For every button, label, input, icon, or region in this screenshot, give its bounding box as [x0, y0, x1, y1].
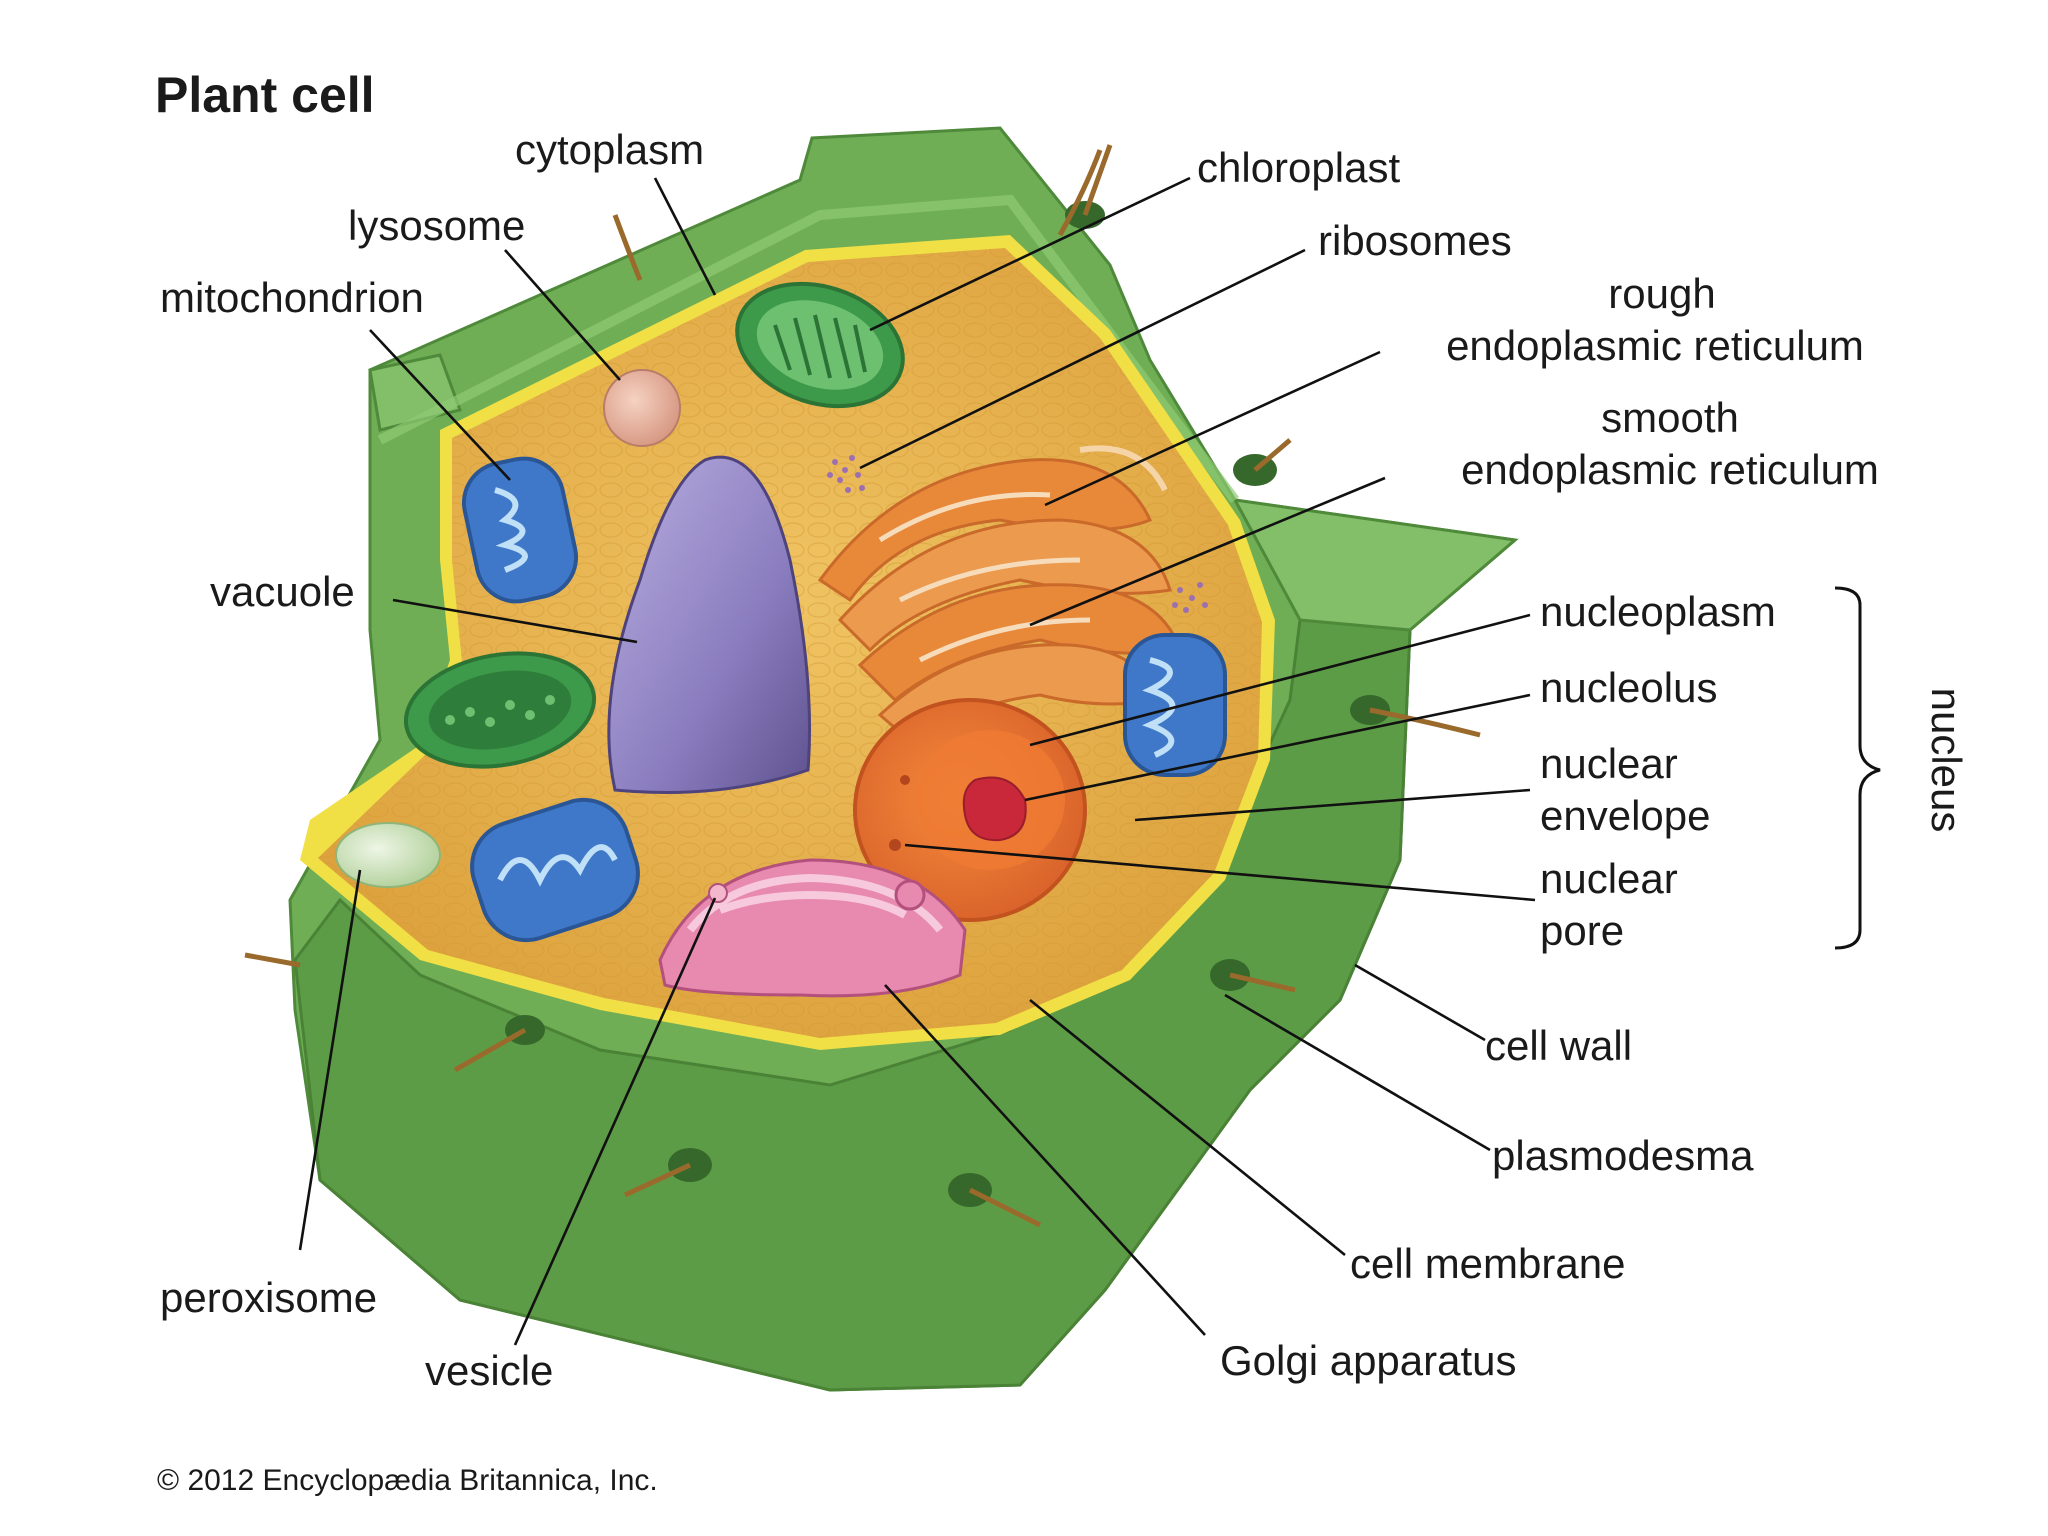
- plasmodesma-hole: [1350, 695, 1481, 738]
- label-rough-er-line1: rough: [1608, 270, 1715, 317]
- diagram-title: Plant cell: [155, 67, 375, 123]
- label-nucleus: nucleus: [1923, 688, 1970, 833]
- label-nuclear-pore-line1: nuclear: [1540, 855, 1678, 902]
- label-golgi-apparatus: Golgi apparatus: [1220, 1337, 1517, 1384]
- nucleus: [853, 698, 1087, 922]
- peroxisome-shape: [335, 822, 441, 888]
- vacuole-shape: [607, 455, 812, 794]
- label-smooth-er-line1: smooth: [1601, 394, 1739, 441]
- plasmodesma-hole: [1233, 438, 1292, 486]
- label-smooth-er-line2: endoplasmic reticulum: [1461, 446, 1879, 493]
- label-cytoplasm: cytoplasm: [515, 126, 704, 173]
- label-nuclear-envelope-line2: envelope: [1540, 792, 1710, 839]
- plasmodesma-hole: [623, 1148, 712, 1198]
- mitochondrion-right: [1123, 633, 1227, 777]
- plasmodesma-hole: [1210, 959, 1296, 993]
- label-mitochondrion: mitochondrion: [160, 274, 424, 321]
- label-nucleolus: nucleolus: [1540, 664, 1717, 711]
- leader-lines: [298, 176, 1536, 1346]
- label-vacuole: vacuole: [210, 568, 355, 615]
- label-nuclear-envelope-line1: nuclear: [1540, 740, 1678, 787]
- label-nuclear-pore-line2: pore: [1540, 907, 1624, 954]
- nucleolus-shape: [962, 776, 1027, 842]
- label-lysosome: lysosome: [348, 202, 525, 249]
- label-cell-membrane: cell membrane: [1350, 1240, 1625, 1287]
- label-rough-er-line2: endoplasmic reticulum: [1446, 322, 1864, 369]
- label-plasmodesma: plasmodesma: [1492, 1132, 1754, 1179]
- label-ribosomes: ribosomes: [1318, 217, 1512, 264]
- plasmodesma-hole: [948, 1173, 1042, 1228]
- label-nucleoplasm: nucleoplasm: [1540, 588, 1776, 635]
- golgi-shape: [658, 858, 967, 998]
- chloroplast-left: [403, 651, 597, 769]
- copyright-credit: © 2012 Encyclopædia Britannica, Inc.: [157, 1464, 658, 1497]
- mitochondrion-left: [461, 456, 579, 604]
- mitochondrion-bottom: [470, 797, 640, 943]
- label-peroxisome: peroxisome: [160, 1274, 377, 1321]
- label-cell-wall: cell wall: [1485, 1022, 1632, 1069]
- chloroplast-top: [735, 281, 905, 409]
- label-chloroplast: chloroplast: [1197, 144, 1400, 191]
- nucleus-bracket: [1834, 586, 1881, 950]
- lysosome-shape: [603, 369, 681, 447]
- ribosomes: [827, 455, 1208, 613]
- label-vesicle: vesicle: [425, 1347, 553, 1394]
- plasmodesmata: [244, 144, 1481, 1228]
- plasmodesma-hole: [1057, 144, 1113, 237]
- plasmodesma-hole: [453, 1015, 545, 1073]
